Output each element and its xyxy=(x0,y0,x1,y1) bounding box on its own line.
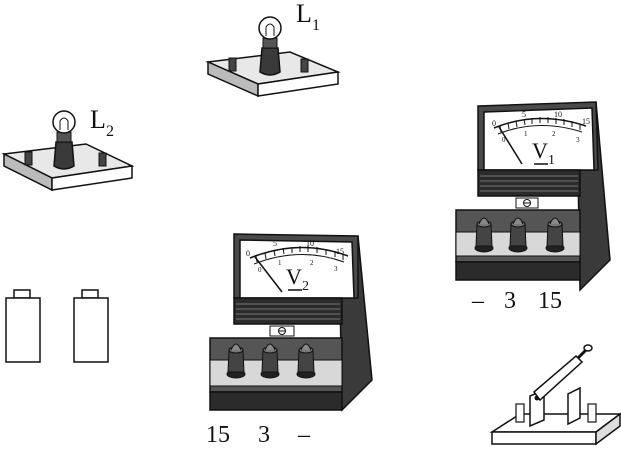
v2-sub: 2 xyxy=(302,279,309,294)
v2-scale-outer-15: 15 xyxy=(336,247,344,256)
voltmeter-v2: 0 5 10 15 0 1 2 3 V 2 xyxy=(206,233,373,448)
v1-scale-inner-2: 2 xyxy=(552,130,556,138)
bulb-l1-sub: 1 xyxy=(312,17,320,34)
v1-letter: V xyxy=(532,138,548,163)
v1-terminal-3[interactable] xyxy=(545,217,565,253)
v2-scale-outer-10: 10 xyxy=(306,239,314,248)
v1-scale-outer-15: 15 xyxy=(582,117,590,126)
voltmeter-v1: 0 5 10 15 0 1 2 3 V 1 xyxy=(455,101,611,314)
v2-terminal-2[interactable] xyxy=(260,343,280,379)
battery-cell-1 xyxy=(5,289,41,363)
bulb-l1-letter: L xyxy=(296,0,312,28)
v2-letter: V xyxy=(286,264,302,289)
v1-scale-inner-3: 3 xyxy=(576,136,580,144)
v2-terminal-label-3: – xyxy=(297,422,311,448)
knife-switch[interactable] xyxy=(489,344,621,446)
bulb-l2-sub: 2 xyxy=(106,123,114,140)
v1-needle xyxy=(498,126,523,165)
v1-terminal-label-1: – xyxy=(471,288,485,314)
battery-cell-2 xyxy=(73,289,109,363)
bulb-l2-letter: L xyxy=(90,105,106,134)
v1-scale-inner-0: 0 xyxy=(502,136,506,144)
v2-scale-outer-5: 5 xyxy=(273,239,277,248)
v2-terminal-label-2: 3 xyxy=(258,422,270,448)
v2-scale-inner-1: 1 xyxy=(278,259,282,267)
switch-handle-icon[interactable] xyxy=(583,344,593,352)
v2-scale-inner-3: 3 xyxy=(334,265,338,273)
v2-needle xyxy=(254,256,283,293)
v2-terminal-label-1: 15 xyxy=(206,422,230,448)
v1-scale-outer-5: 5 xyxy=(522,110,526,119)
v1-terminal-label-2: 3 xyxy=(504,288,516,314)
v1-terminal-2[interactable] xyxy=(508,217,528,253)
v2-scale-inner-2: 2 xyxy=(310,259,314,267)
v1-terminal-1[interactable] xyxy=(474,217,494,253)
v2-scale-outer-0: 0 xyxy=(246,249,250,258)
bulb-l2: L 2 xyxy=(1,105,135,192)
v1-scale-inner-1: 1 xyxy=(524,130,528,138)
v1-terminal-label-3: 15 xyxy=(538,288,562,314)
bulb-l1: L 1 xyxy=(205,0,341,98)
v1-scale-outer-0: 0 xyxy=(492,119,496,128)
v1-sub: 1 xyxy=(548,153,555,168)
v2-terminal-3[interactable] xyxy=(296,343,316,379)
v2-scale-inner-0: 0 xyxy=(258,266,262,274)
v1-scale-outer-10: 10 xyxy=(554,110,562,119)
v2-terminal-1[interactable] xyxy=(226,343,246,379)
